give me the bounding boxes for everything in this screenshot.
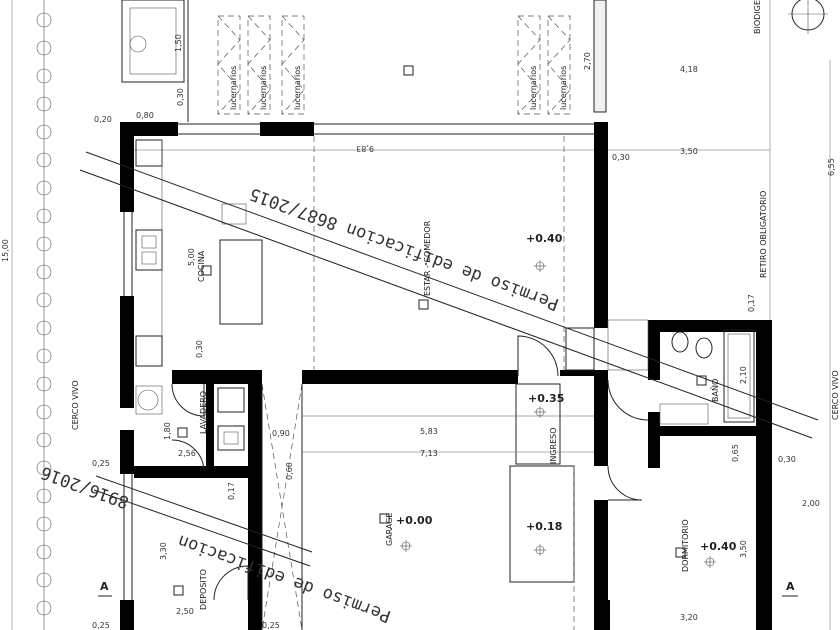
dim-0-25-c: 0,25 xyxy=(262,621,280,630)
level-bedroom: +0.40 xyxy=(700,540,737,553)
svg-text:lucernarios: lucernarios xyxy=(229,66,238,110)
dim-0-25-b: 0,25 xyxy=(92,621,110,630)
dim-9-83: 9,83 xyxy=(356,144,374,153)
level-living: +0.40 xyxy=(526,232,563,245)
dim-0-30: 0,30 xyxy=(176,88,185,106)
svg-text:lucernarios: lucernarios xyxy=(293,66,302,110)
dim-0-17-a: 0,17 xyxy=(747,294,756,312)
svg-text:8916/2016: 8916/2016 xyxy=(38,462,131,512)
level-garage: +0.00 xyxy=(396,514,433,527)
skylight: lucernarios xyxy=(547,15,571,115)
biodigestor-label: BIODIGESTOR xyxy=(753,0,762,34)
dim-0-90: 0,90 xyxy=(272,429,290,438)
dim-0-20: 0,20 xyxy=(94,115,112,124)
dim-0-30-d: 0,30 xyxy=(778,455,796,464)
entry-door xyxy=(517,335,559,377)
hedge: CERCO VIVO xyxy=(36,0,80,630)
dim-5-83: 5,83 xyxy=(420,427,438,436)
dim-1-80: 1,80 xyxy=(163,422,172,440)
dim-2-00: 2,00 xyxy=(802,499,820,508)
toilet xyxy=(671,331,689,353)
dim-0-30-c: 0,30 xyxy=(195,340,204,358)
walls xyxy=(120,122,772,630)
dim-3-30: 3,30 xyxy=(159,542,168,560)
level-entry: +0.35 xyxy=(528,392,564,405)
dim-3-50-b: 3,50 xyxy=(739,540,748,558)
dim-2-10: 2,10 xyxy=(739,366,748,384)
porch xyxy=(509,465,575,583)
dim-0-17-b: 0,17 xyxy=(227,482,236,500)
bedroom-door xyxy=(607,465,643,501)
hedge-label: CERCO VIVO xyxy=(71,380,80,430)
dim-2-50: 2,50 xyxy=(176,607,194,616)
dim-0-80: 0,80 xyxy=(136,111,154,120)
top-patio: 1,50 2,70 0,30 0,80 0,20 4,18 lucernario… xyxy=(94,0,698,124)
permit-stamp-2016: Permiso de edificacion 8916/2016 xyxy=(38,462,393,626)
bathroom-door xyxy=(607,379,649,421)
skylight: lucernarios xyxy=(247,15,271,115)
dim-3-20: 3,20 xyxy=(680,613,698,622)
section-marker-right: A xyxy=(786,580,795,593)
laundry-door xyxy=(171,383,205,417)
room-bathroom: BAÑO xyxy=(710,379,720,402)
dim-2-56: 2,56 xyxy=(178,449,196,458)
section-marker-left: A xyxy=(100,580,109,593)
hedge-right-label: CERCO VIVO xyxy=(831,370,840,420)
dim-1-50: 1,50 xyxy=(174,34,183,52)
dim-total-depth: 15,00 xyxy=(1,239,10,262)
room-laundry: LAVADERO xyxy=(199,391,208,434)
room-bedroom: DORMITORIO xyxy=(681,519,690,572)
skylight: lucernarios xyxy=(217,15,241,115)
dim-6-55: 6,55 xyxy=(827,158,836,176)
svg-text:lucernarios: lucernarios xyxy=(529,66,538,110)
dim-7-13: 7,13 xyxy=(420,449,438,458)
dim-0-30-b: 0,30 xyxy=(612,153,630,162)
svg-text:lucernarios: lucernarios xyxy=(559,66,568,110)
dim-3-50: 3,50 xyxy=(680,147,698,156)
permit-stamp-2015: Permiso de edificacion 8687/2015 xyxy=(79,151,819,439)
cooktop xyxy=(221,203,247,225)
dim-5-00: 5,00 xyxy=(187,248,196,266)
svg-text:lucernarios: lucernarios xyxy=(259,66,268,110)
room-living-dining: ESTAR - COMEDOR xyxy=(423,220,432,296)
dim-2-70: 2,70 xyxy=(583,52,592,70)
dim-0-60: 0,60 xyxy=(285,462,294,480)
room-entry: INGRESO xyxy=(549,427,558,464)
storage-door xyxy=(213,565,249,601)
level-porch: +0.18 xyxy=(526,520,562,533)
dim-4-18: 4,18 xyxy=(680,65,698,74)
kitchen-island xyxy=(219,239,263,325)
skylight: lucernarios xyxy=(517,15,541,115)
bathtub xyxy=(723,329,755,423)
dim-0-65: 0,65 xyxy=(731,444,740,462)
skylight: lucernarios xyxy=(281,15,305,115)
setback-label: RETIRO OBLIGATORIO xyxy=(759,191,768,278)
room-garage: GARAGE xyxy=(385,513,394,547)
dim-0-25-a: 0,25 xyxy=(92,459,110,468)
room-storage: DEPOSITO xyxy=(199,569,208,610)
svg-text:Permiso de edificacion: Permiso de edificacion xyxy=(175,530,393,626)
